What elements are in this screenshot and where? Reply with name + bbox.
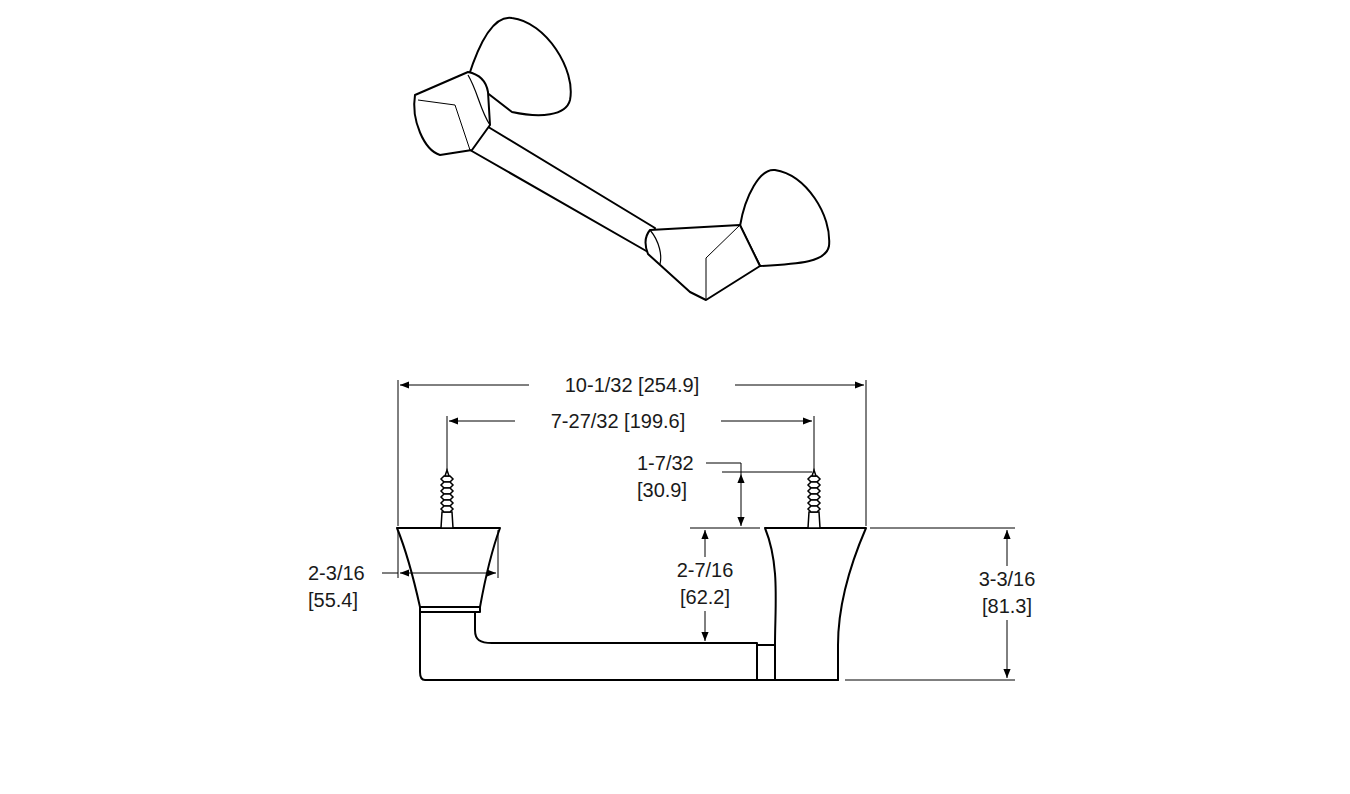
- dimension-label: 1-7/32 [30.9]: [637, 450, 707, 504]
- dimension-label: 7-27/32 [199.6]: [515, 408, 721, 435]
- dimension-label: 2-3/16 [55.4]: [308, 560, 380, 614]
- dimension-label: 3-3/16 [81.3]: [968, 566, 1046, 620]
- front-view: [397, 528, 866, 680]
- mounting-screw: [441, 470, 820, 528]
- dimension-label: 10-1/32 [254.9]: [529, 372, 735, 399]
- isometric-view: [414, 18, 829, 300]
- dimension-label: 2-7/16 [62.2]: [666, 557, 744, 611]
- dimension-lines: [382, 380, 1015, 680]
